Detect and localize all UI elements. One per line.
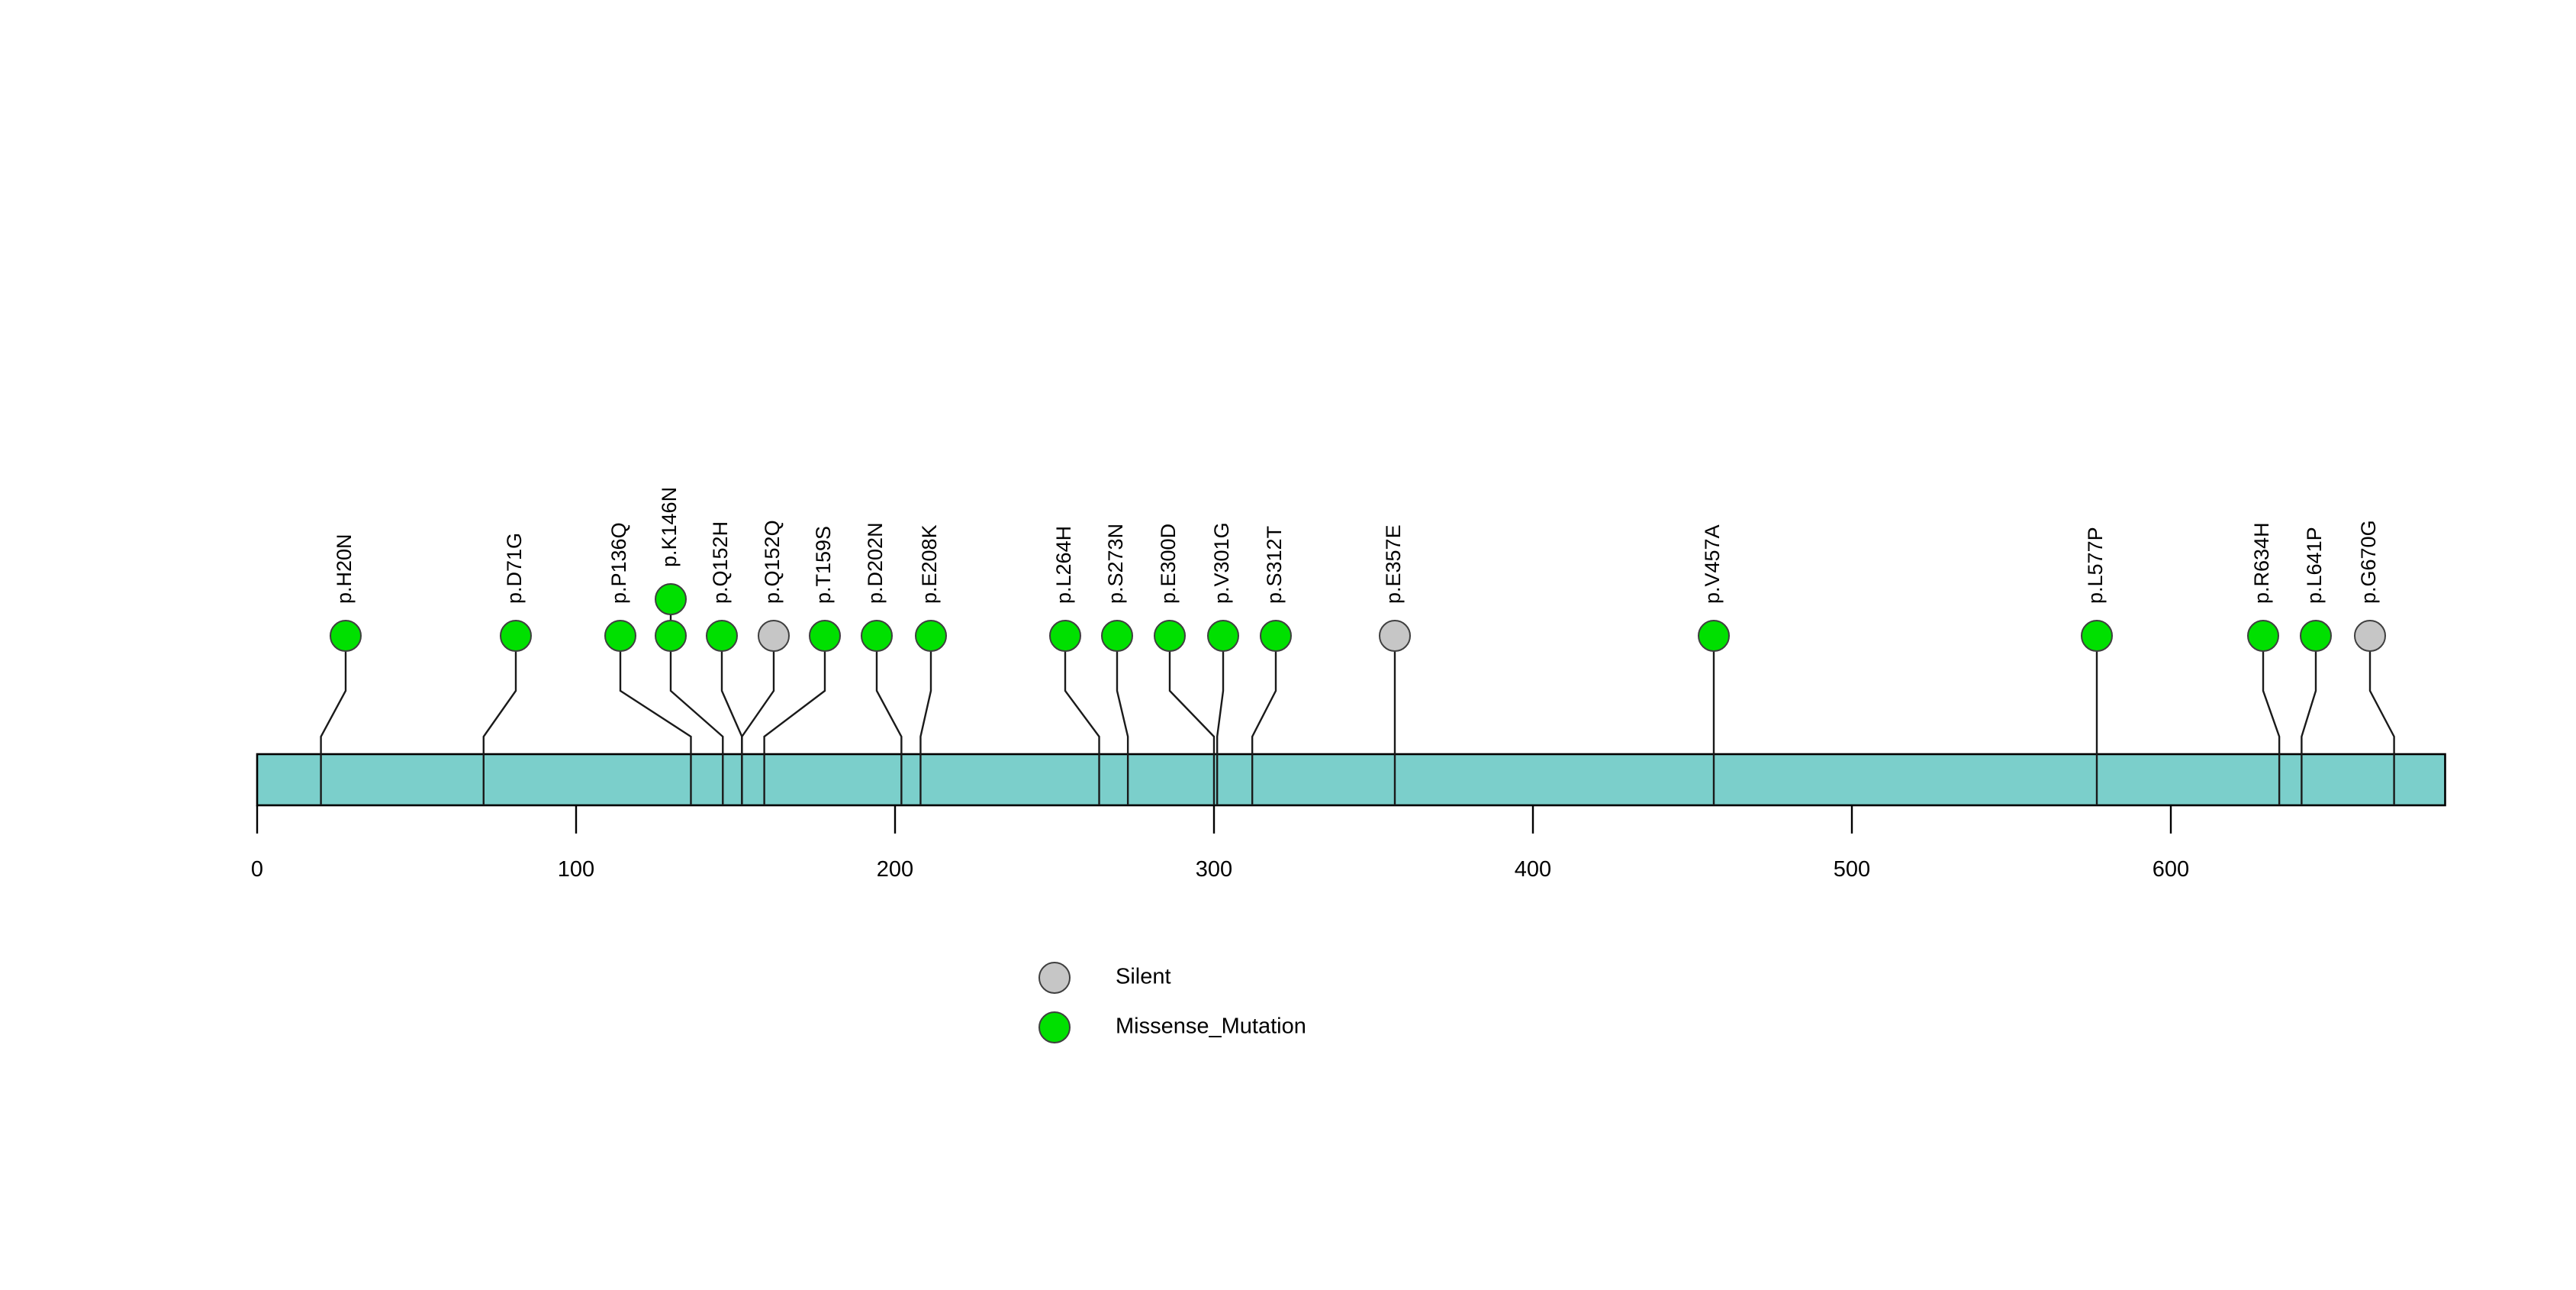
mutation-dot[interactable] [1260,620,1292,652]
lollipop-stem [741,636,775,805]
mutation-label: p.E208K [918,524,941,604]
mutation-dot[interactable] [1154,620,1186,652]
axis-tick-label: 0 [251,857,263,882]
mutation-dot[interactable] [2300,620,2332,652]
legend-label: Silent [1116,965,1171,989]
mutation-label: p.V301G [1210,522,1233,604]
axis-tick-label: 500 [1834,857,1870,882]
mutation-label: p.L264H [1052,526,1075,604]
lollipop-stem [2262,636,2281,805]
mutation-label: p.E300D [1157,524,1180,604]
lollipop-stem [919,636,932,805]
legend-swatch[interactable] [1038,962,1071,994]
mutation-labels: p.H20N p.D71G p.P136Q p.K146N p.Q152H p.Q152Q… [333,487,2380,604]
mutation-dot[interactable] [2247,620,2279,652]
mutation-dot[interactable] [1101,620,1133,652]
mutation-label: p.L641P [2303,527,2326,604]
axis-tick-label: 100 [558,857,594,882]
mutation-label: p.T159S [812,526,835,604]
mutation-dot[interactable] [604,620,636,652]
mutation-label: p.E357E [1382,524,1405,604]
mutation-label: p.V457A [1701,524,1724,604]
lollipop-stem [1116,636,1129,805]
lollipop-stem [1216,636,1225,805]
mutation-dot[interactable] [861,620,893,652]
protein-backbone-track [256,753,2446,807]
x-axis: 0 100 200 300 400 500 600 [251,805,2189,882]
lollipop-stem [875,636,903,805]
mutation-label: p.G670G [2357,520,2380,604]
mutation-dot[interactable] [758,620,790,652]
lollipop-stem [1064,636,1100,805]
lollipop-stem [2368,636,2395,805]
lollipop-stems [320,599,2395,805]
lollipop-stem [1168,636,1216,805]
mutation-label: p.S312T [1263,526,1286,604]
mutation-label: p.S273N [1104,524,1127,604]
mutation-dot[interactable] [655,620,687,652]
mutation-label: p.R634H [2250,522,2273,604]
mutation-dot[interactable] [1698,620,1730,652]
lollipop-stem [763,636,826,805]
lollipop-dots [330,583,2386,652]
mutation-dot[interactable] [1049,620,1081,652]
lollipop-stem [1251,636,1277,805]
protein-backbone-bar [256,753,2446,807]
mutation-label: p.D202N [864,522,887,604]
mutation-label: p.Q152Q [761,520,784,604]
mutation-label: p.Q152H [709,521,732,604]
mutation-label: p.K146N [658,487,681,567]
mutation-dot[interactable] [1379,620,1411,652]
lollipop-stem [619,636,692,805]
axis-tick-label: 600 [2153,857,2189,882]
axis-tick-label: 200 [877,857,913,882]
mutation-label: p.L577P [2084,527,2107,604]
legend-label: Missense_Mutation [1116,1014,1306,1039]
lollipop-stem [2301,636,2317,805]
mutation-label: p.H20N [333,534,356,604]
mutation-dot[interactable] [706,620,738,652]
axis-tick-label: 300 [1196,857,1232,882]
mutation-dot[interactable] [915,620,947,652]
mutation-label: p.D71G [503,533,526,604]
mutation-dot[interactable] [809,620,841,652]
mutation-label: p.P136Q [607,522,630,604]
mutation-dot[interactable] [500,620,532,652]
mutation-dot[interactable] [2354,620,2386,652]
axis-tick-label: 400 [1515,857,1551,882]
mutation-dot[interactable] [2081,620,2113,652]
mutation-dot[interactable] [1207,620,1239,652]
mutation-dot[interactable] [655,583,687,615]
lollipop-stem [482,636,517,805]
legend-swatch[interactable] [1038,1011,1071,1043]
lollipop-stem [320,636,347,805]
mutation-dot[interactable] [330,620,362,652]
